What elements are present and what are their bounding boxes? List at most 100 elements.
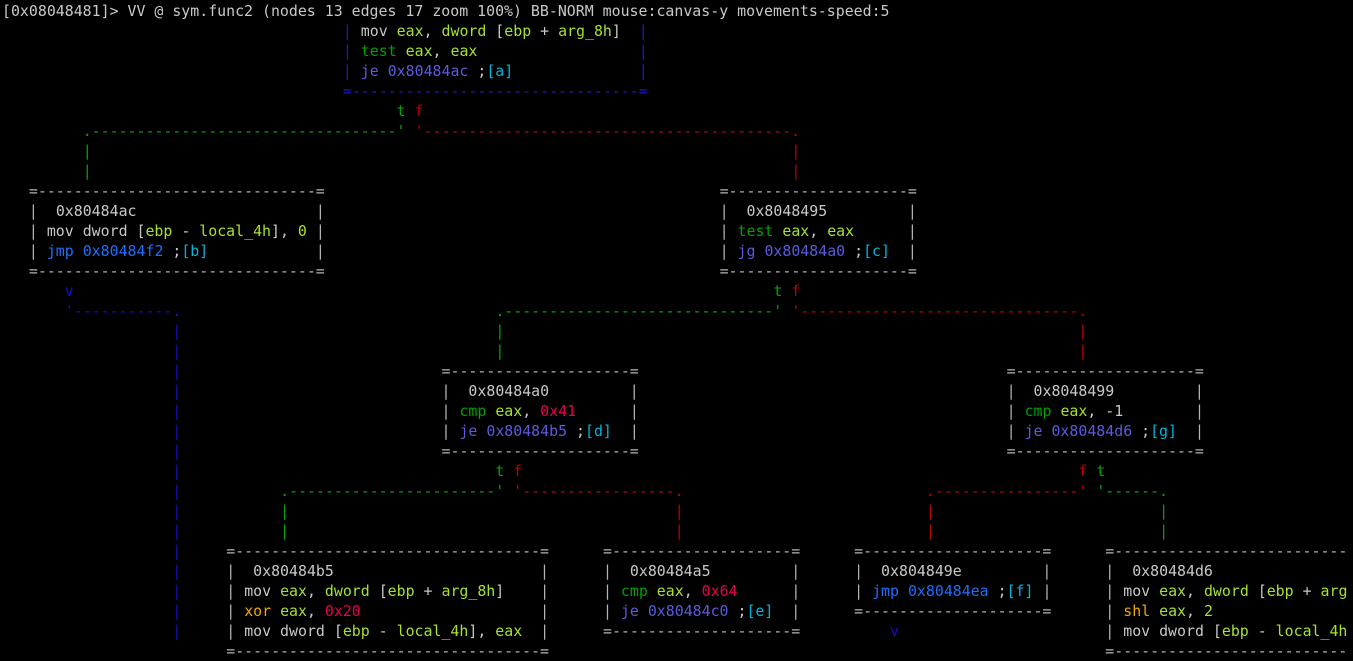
asm-token: ; [1132,422,1151,440]
node-border: =--------------------= [441,442,639,460]
node-border: | [315,242,325,260]
padding [729,242,738,260]
padding [235,622,244,640]
edge-label-false: f [513,462,523,480]
asm-token: mov [1123,582,1151,600]
graph-node-0x80484a0[interactable]: =--------------------=| 0x80484a0 || cmp… [442,361,639,461]
node-border: | [1006,422,1016,440]
asm-token [397,42,406,60]
node-border: | [638,22,648,40]
asm-token: test [737,222,774,240]
asm-token: dword [324,582,370,600]
asm-token: 0x80484f2 [82,242,164,260]
asm-token: mov dword [ [46,222,146,240]
node-border: | [719,222,729,240]
asm-token [271,602,280,620]
asm-token: eax [1060,402,1088,420]
node-border: | [315,202,325,220]
asm-token: eax [396,22,424,40]
padding [307,222,316,240]
edge-vertical: | [172,322,182,340]
node-border: | [28,222,38,240]
padding [352,62,361,80]
asm-token: ebp [1221,622,1249,640]
edge-label-true: t [773,282,783,300]
asm-token: ] [495,582,505,600]
node-address: 0x80484d6 [1132,562,1213,580]
asm-token: 0x80484d6 [1051,422,1133,440]
node-border: | [602,602,612,620]
node-border: | [540,562,550,580]
asm-token: , [306,602,325,620]
edge-label-false: f [1078,462,1088,480]
node-border: | [1042,562,1052,580]
asm-token: shl [1123,602,1151,620]
asm-token: ; [468,62,487,80]
asm-token: arg [1320,582,1348,600]
padding [1177,422,1195,440]
node-border: =--------------------= [1006,362,1204,380]
node-border: | [226,582,236,600]
edge-horizontal: '-----------. [64,302,182,320]
edge-horizontal: .----------------------------------' [82,122,406,140]
padding [38,242,47,260]
graph-node-0x80484a5[interactable]: =--------------------=| 0x80484a5 || cmp… [603,541,800,641]
node-border: | [226,622,236,640]
node-border: =--------------------= [441,362,639,380]
asm-token: [b] [181,242,209,260]
edge-vertical: | [674,502,684,520]
padding [612,422,630,440]
padding [612,602,621,620]
node-border: =-------------------------- [1105,642,1348,660]
edge-vertical: | [495,322,505,340]
node-border: | [28,202,38,220]
node-border: | [854,582,864,600]
padding [773,602,791,620]
asm-token: eax [280,582,307,600]
edge-vertical: | [791,162,801,180]
edge-vertical: | [172,362,182,380]
node-border: | [28,242,38,260]
graph-node-0x8048495[interactable]: =--------------------=| 0x8048495 || tes… [720,181,917,281]
node-border: =--------------------= [1006,442,1204,460]
graph-node-0x8048499[interactable]: =--------------------=| 0x8048499 || cmp… [1007,361,1204,461]
graph-node-0x80484b5[interactable]: =----------------------------------=| 0x… [226,541,549,661]
edge-vertical: | [925,522,935,540]
asm-token: 0x80484b5 [486,422,568,440]
node-border: | [1006,382,1016,400]
asm-token: 0x80484ea [907,582,989,600]
asm-token: cmp [1024,402,1052,420]
asm-token: -1 [1105,402,1124,420]
asm-token: [ [1248,582,1267,600]
node-address: 0x80484ac [55,202,137,220]
edge-vertical: | [172,562,182,580]
edge-vertical: | [172,602,182,620]
graph-node-0x80484ac[interactable]: =-------------------------------=| 0x804… [29,181,325,281]
padding [854,222,908,240]
node-border: | [907,242,917,260]
node-border: | [441,382,451,400]
graph-node-entry[interactable]: | mov eax, dword [ebp + arg_8h] || test … [343,21,648,101]
asm-token: cmp [459,402,487,420]
asm-token: ], [468,622,496,640]
padding [450,382,468,400]
edge-arrow-down-icon: v [64,282,74,300]
node-border: | [226,602,236,620]
node-border: | [1105,622,1115,640]
asm-token: ; [567,422,585,440]
asm-token: 0x64 [701,582,738,600]
asm-token: 0x80484c0 [647,602,729,620]
asm-token [899,582,908,600]
node-address: 0x804849e [881,562,962,580]
node-border: | [226,562,236,580]
asm-token: mov dword [ [1123,622,1222,640]
graph-node-0x80484d6[interactable]: =--------------------------| 0x80484d6| … [1105,541,1347,661]
asm-token: dword [441,22,487,40]
node-address: 0x8048495 [746,202,828,220]
node-border: | [791,582,801,600]
node-border: | [791,562,801,580]
asm-token: ebp [387,582,415,600]
graph-node-0x804849e[interactable]: =--------------------=| 0x804849e || jmp… [854,541,1051,621]
asm-token: [f] [1006,582,1034,600]
padding [738,582,792,600]
